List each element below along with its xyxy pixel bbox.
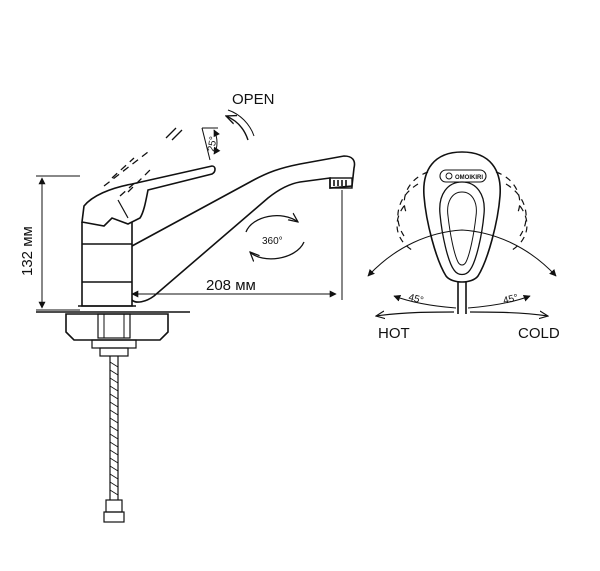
brand-badge xyxy=(439,169,487,183)
cold-angle-label: 45° xyxy=(502,293,519,307)
hot-arrow xyxy=(376,312,455,316)
swing-arc xyxy=(367,229,557,277)
cold-arrow xyxy=(469,312,548,316)
handle-ghosts xyxy=(396,171,528,251)
lever-angle-label: 25° xyxy=(206,136,219,153)
brand-text: OMOIKIRI xyxy=(455,175,483,181)
height-dimension xyxy=(36,175,80,311)
cold-label: COLD xyxy=(518,325,560,342)
lever-open-ghost xyxy=(103,151,151,197)
rotation-label: 360° xyxy=(262,236,283,247)
reach-dimension xyxy=(131,190,343,300)
mixer-body xyxy=(81,222,133,307)
front-view xyxy=(367,151,557,316)
side-view xyxy=(36,109,356,523)
reach-label: 208 мм xyxy=(206,277,256,294)
open-arrow xyxy=(226,116,249,141)
spout xyxy=(131,155,356,303)
lever-angle-dimension xyxy=(201,127,221,161)
mounting-nut xyxy=(65,313,169,341)
lever-handle xyxy=(81,165,216,227)
open-label: OPEN xyxy=(232,91,275,108)
handle-front xyxy=(423,151,501,283)
height-label: 132 мм xyxy=(19,226,36,276)
flexible-hose xyxy=(103,356,125,523)
hot-angle-label: 45° xyxy=(407,292,424,306)
rotation-arrow xyxy=(245,216,305,259)
hot-label: HOT xyxy=(378,325,410,342)
